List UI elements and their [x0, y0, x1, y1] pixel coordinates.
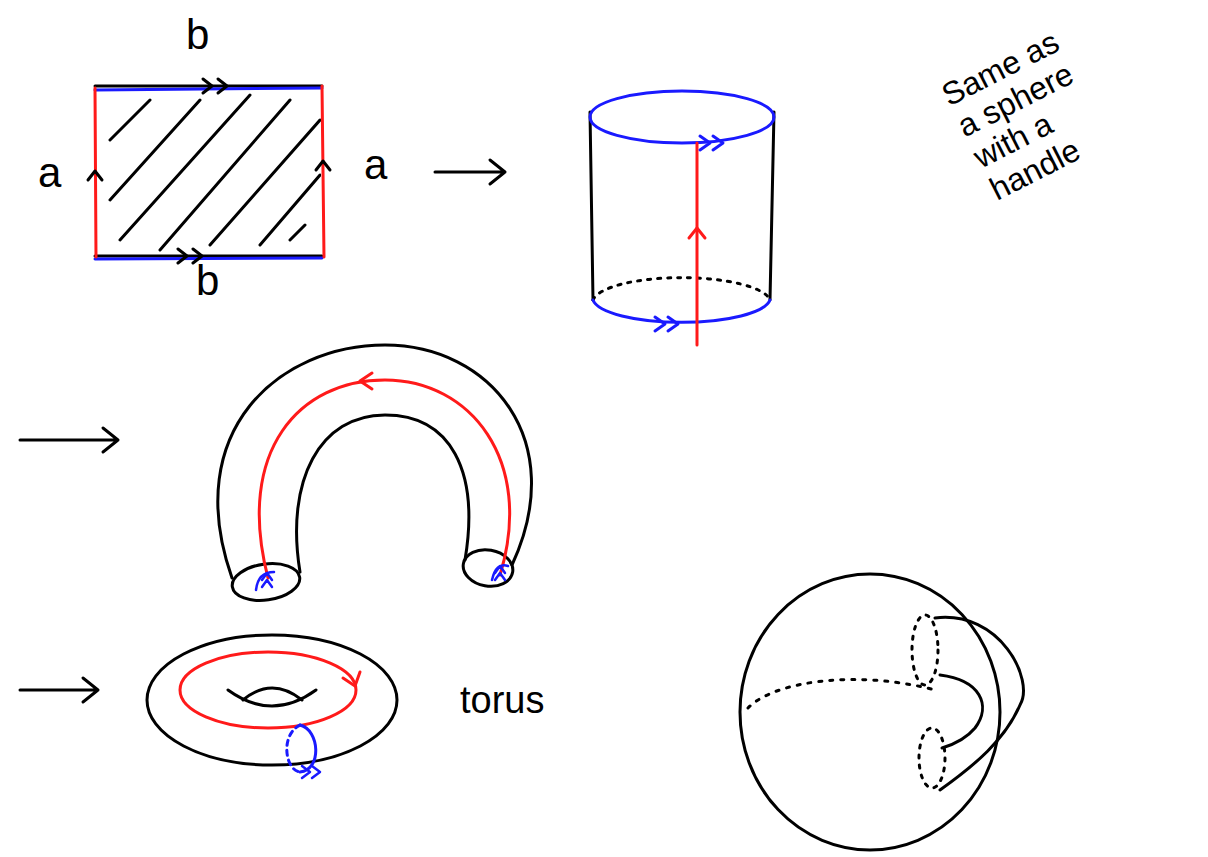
edge-label: a	[364, 142, 387, 188]
double-arrow	[262, 573, 272, 587]
tube-end	[460, 546, 515, 590]
single-arrow	[88, 171, 102, 180]
cylinder-top	[590, 91, 774, 143]
loop-b-back	[287, 725, 300, 772]
torus-hole	[243, 688, 302, 700]
end-circle	[256, 572, 274, 590]
tube-inner	[297, 415, 469, 572]
double-arrow	[203, 79, 227, 93]
cylinder-back	[593, 278, 770, 300]
double-arrow	[700, 136, 723, 150]
sphere-equator	[748, 680, 935, 708]
edge-label: b	[196, 258, 219, 304]
double-arrow	[655, 317, 678, 331]
double-arrow	[495, 566, 505, 580]
torus-outline	[147, 635, 397, 765]
tube-outer	[218, 345, 532, 578]
double-arrow	[302, 766, 320, 778]
end-circle	[492, 565, 508, 580]
cylinder-side	[590, 112, 593, 300]
handle-foot	[919, 728, 945, 788]
step-arrow	[435, 160, 505, 184]
handle	[935, 617, 1023, 790]
hatch-lines	[110, 95, 320, 250]
edge-a	[322, 86, 324, 257]
loop-a	[180, 652, 356, 728]
cylinder-side	[770, 112, 774, 300]
handle	[940, 675, 982, 748]
edge-label: a	[38, 150, 61, 196]
note: Same as a sphere with a handle	[936, 14, 1134, 208]
single-arrow	[316, 161, 330, 170]
single-arrow	[360, 373, 372, 389]
cylinder-bottom	[593, 300, 770, 322]
step-arrow	[20, 678, 98, 702]
step-arrow	[20, 428, 118, 452]
torus-hole	[228, 690, 316, 706]
hatching	[110, 95, 320, 250]
single-arrow	[689, 228, 705, 238]
sphere	[740, 574, 1000, 850]
seam-a	[696, 143, 699, 345]
seam-a	[259, 380, 509, 578]
edge-label: b	[186, 12, 209, 58]
shape-name: torus	[460, 680, 544, 722]
single-arrow	[343, 672, 360, 686]
handle-foot	[912, 615, 938, 685]
